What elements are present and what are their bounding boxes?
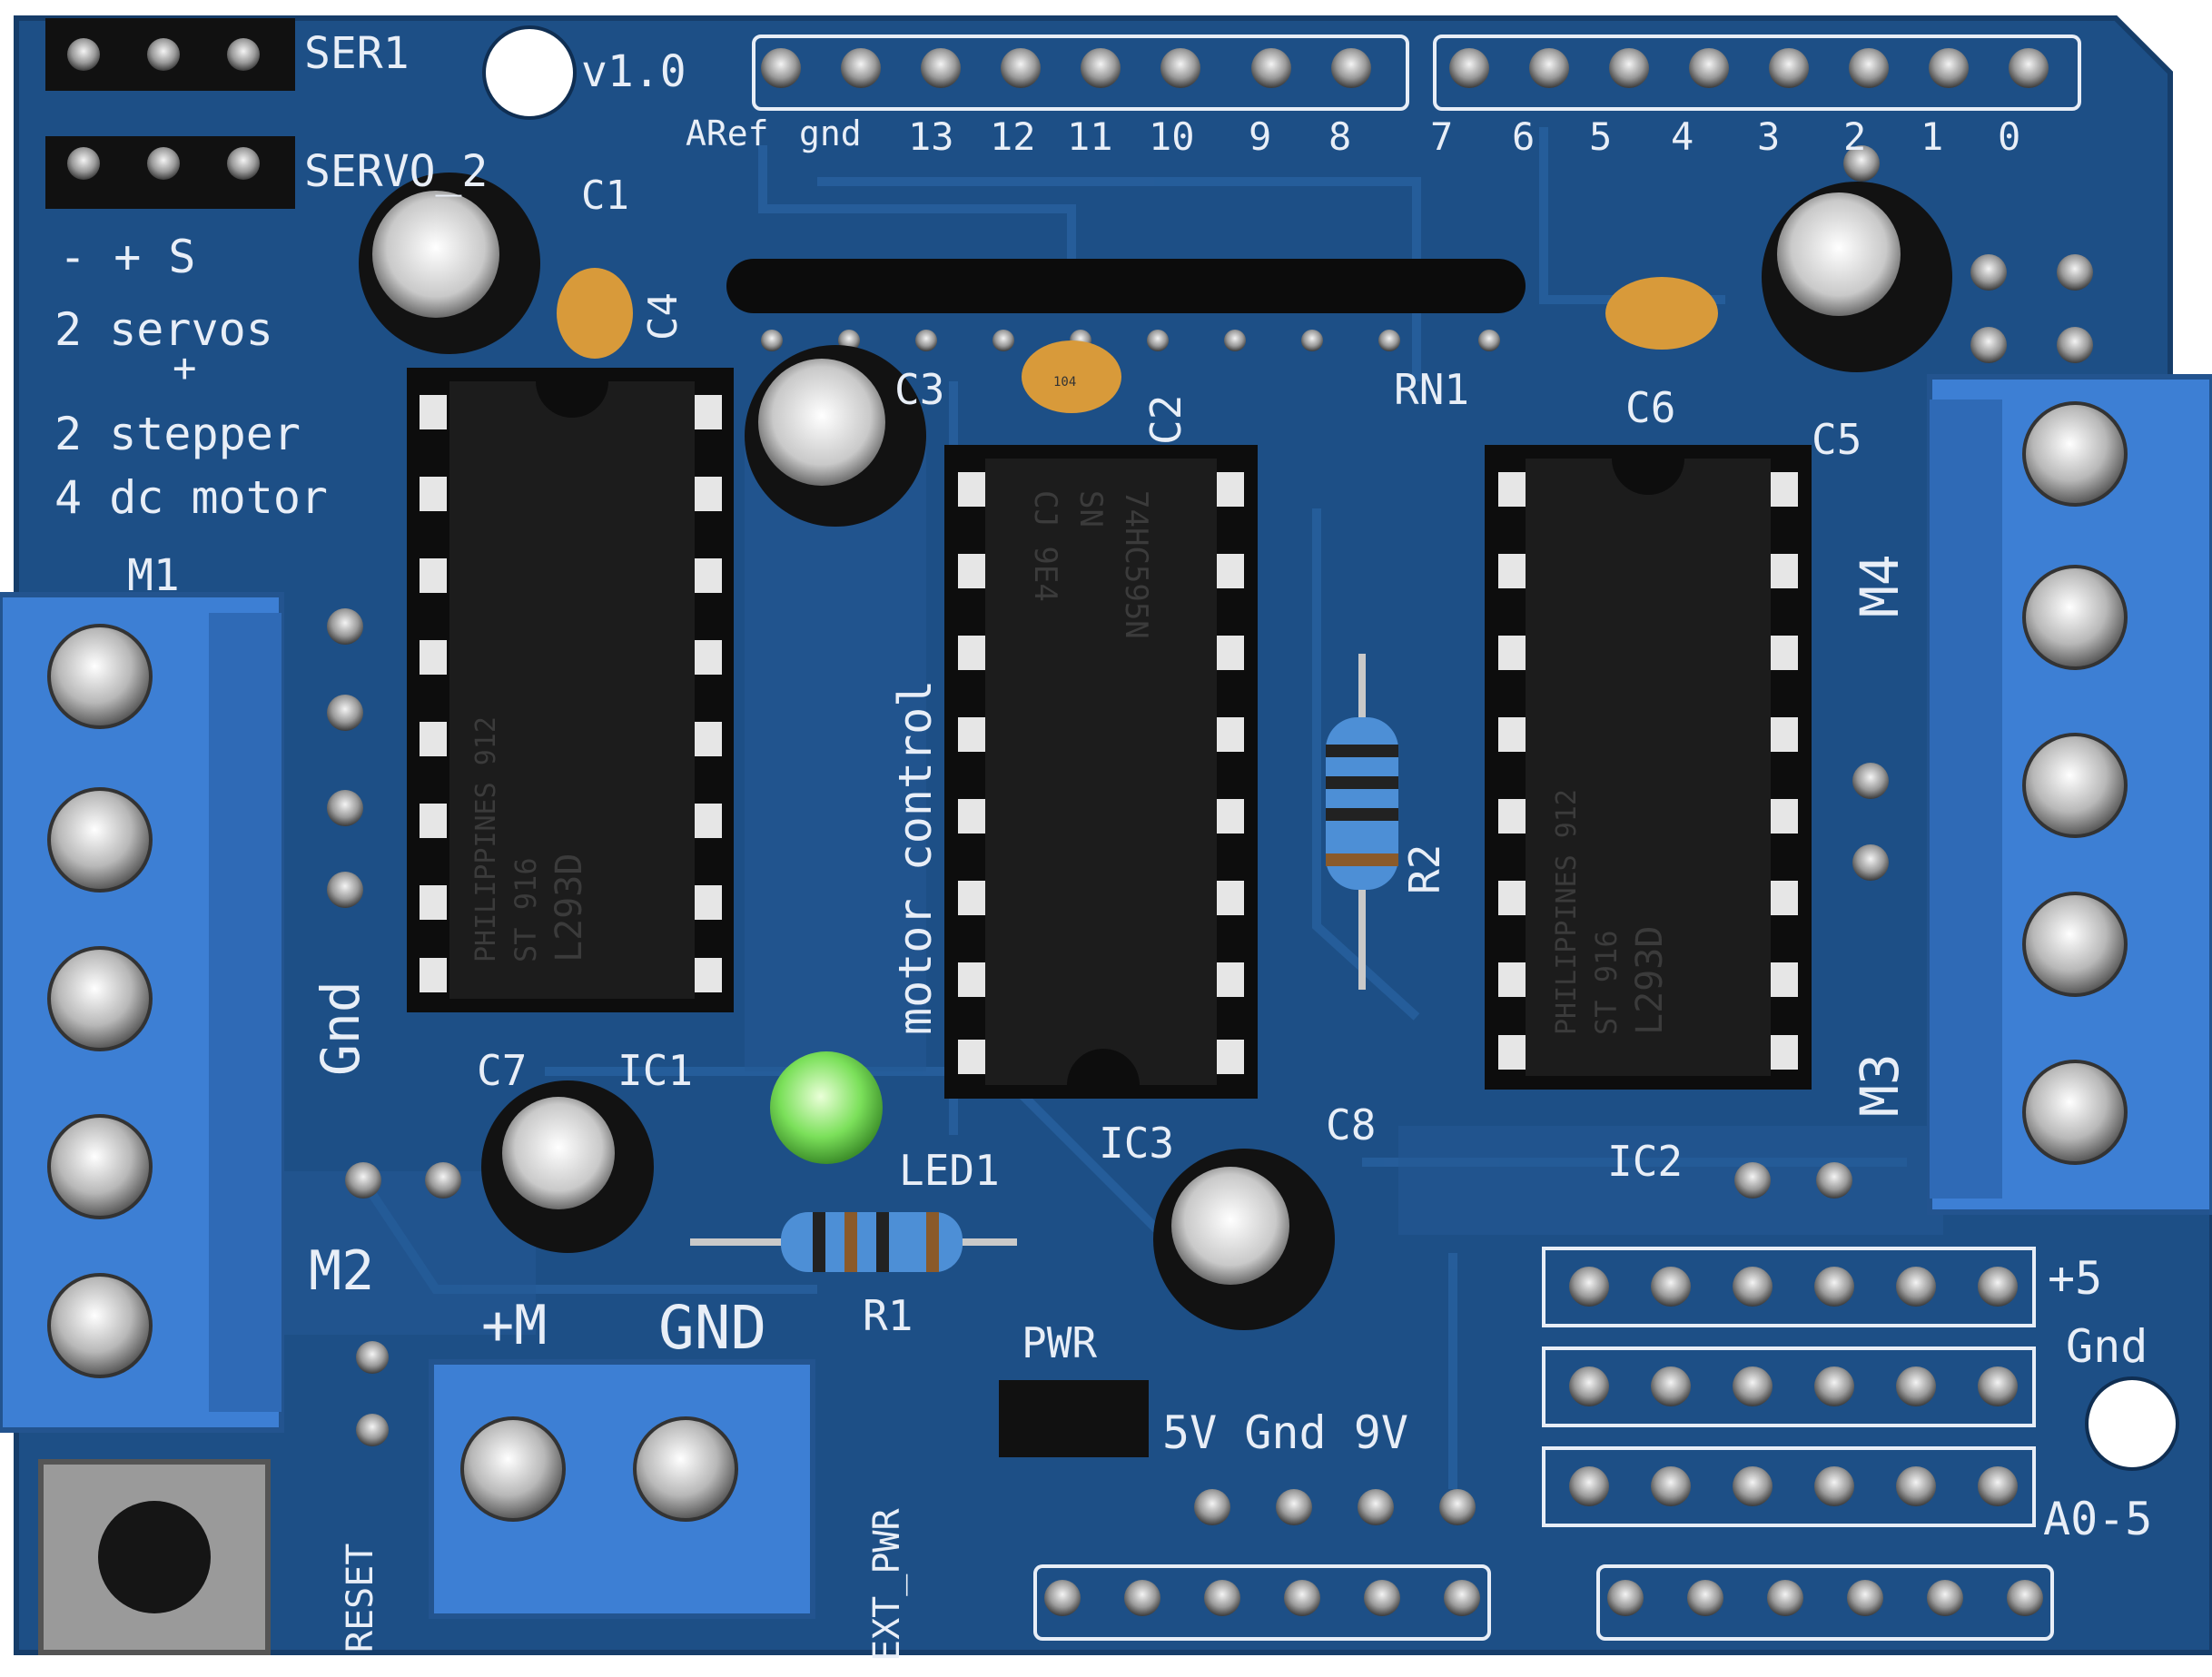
analog-pad-rows — [1542, 1247, 2036, 1527]
resistor-network-rn1 — [726, 259, 1526, 351]
label-servo-pins: - + S — [59, 231, 196, 283]
label-m4: M4 — [1849, 554, 1911, 617]
electrolytic-cap-c3 — [745, 345, 926, 527]
ic2-marking-line-1: L293D — [1629, 926, 1671, 1035]
label-desc-3: 2 stepper — [54, 408, 301, 460]
electrolytic-cap-c7 — [481, 1080, 654, 1253]
label-pin-8: 8 — [1328, 114, 1351, 159]
label-pin-0: 0 — [1998, 114, 2020, 159]
label-m1: M1 — [127, 550, 180, 601]
label-c4: C4 — [640, 292, 686, 340]
servo-header-1 — [45, 18, 295, 91]
label-a0-5: A0-5 — [2043, 1493, 2152, 1545]
servo-header-2 — [45, 136, 295, 209]
ceramic-cap-c2 — [1022, 340, 1121, 413]
label-desc-4: 4 dc motor — [54, 471, 328, 524]
ic2-chip — [1485, 445, 1812, 1090]
label-c1: C1 — [581, 173, 629, 219]
label-pin-5: 5 — [1589, 114, 1612, 159]
misc-pads — [327, 145, 2093, 1446]
ic1-chip — [407, 368, 734, 1012]
label-pwr: PWR — [1022, 1318, 1097, 1367]
label-analog-gnd: Gnd — [2066, 1320, 2148, 1373]
label-rn1: RN1 — [1394, 365, 1469, 414]
label-pin-2: 2 — [1843, 114, 1866, 159]
terminal-block-m1-m2 — [0, 592, 284, 1433]
label-servo2: SERVO_2 — [304, 146, 488, 197]
label-c8: C8 — [1326, 1100, 1376, 1149]
led1 — [770, 1051, 883, 1164]
label-pin-3: 3 — [1757, 114, 1780, 159]
label-ic3: IC3 — [1099, 1119, 1174, 1168]
label-ser1: SER1 — [304, 28, 410, 79]
label-pin-9: 9 — [1249, 114, 1271, 159]
label-pin-4: 4 — [1671, 114, 1694, 159]
reset-button — [38, 1459, 271, 1655]
ic3-marking-line-2: SN — [1072, 490, 1109, 528]
terminal-block-ext-pwr — [429, 1359, 815, 1619]
label-pin-13: 13 — [908, 114, 954, 159]
label-pin-11: 11 — [1067, 114, 1113, 159]
ic2-marking-line-2: ST 916 — [1589, 930, 1624, 1035]
label-c6: C6 — [1625, 383, 1675, 432]
label-motor-control: motor control — [889, 680, 942, 1035]
label-version: v1.0 — [581, 46, 686, 97]
ic1-marking-line-2: ST 916 — [509, 857, 543, 962]
ceramic-cap-c6 — [1605, 277, 1718, 350]
label-pin-12: 12 — [990, 114, 1036, 159]
label-m2: M2 — [309, 1239, 374, 1303]
label-r1: R1 — [863, 1291, 913, 1340]
resistor-r2 — [1326, 654, 1398, 990]
label-pin-6: 6 — [1512, 114, 1535, 159]
digital-header-left — [752, 35, 1409, 111]
label-gnd-power: GND — [658, 1293, 766, 1363]
electrolytic-cap-c5 — [1762, 182, 1952, 372]
mounting-hole-top — [482, 25, 577, 120]
label-plus-m: +M — [481, 1294, 547, 1357]
label-led1: LED1 — [899, 1146, 1000, 1195]
electrolytic-cap-c8 — [1153, 1149, 1335, 1330]
label-ic2: IC2 — [1607, 1137, 1683, 1186]
label-r2: R2 — [1400, 844, 1449, 894]
label-power-select: 5V Gnd 9V — [1162, 1406, 1408, 1459]
label-ext-pwr: EXT_PWR — [866, 1508, 908, 1662]
ic1-marking-line-3: PHILIPPINES 912 — [470, 716, 502, 962]
ic1-marking-line-1: L293D — [548, 853, 590, 962]
label-gnd-side: Gnd — [310, 981, 371, 1076]
label-m3: M3 — [1849, 1053, 1911, 1117]
label-desc-2: + — [173, 345, 197, 391]
label-c7: C7 — [477, 1046, 527, 1095]
label-c2: C2 — [1141, 395, 1190, 445]
label-c5: C5 — [1812, 415, 1861, 464]
label-pin-10: 10 — [1149, 114, 1195, 159]
label-reset: RESET — [340, 1544, 381, 1652]
label-aref: ARef — [686, 113, 769, 153]
pwr-jumper — [999, 1380, 1149, 1457]
digital-header-right — [1433, 35, 2081, 111]
ic3-marking-line-3: CJ 9E4 — [1027, 490, 1063, 602]
label-cap-104: 104 — [1053, 375, 1076, 390]
bottom-headers — [1033, 1489, 2054, 1641]
label-gnd-pin: gnd — [799, 113, 862, 153]
terminal-block-m3-m4 — [1927, 374, 2212, 1215]
ceramic-cap-c1 — [557, 268, 633, 359]
label-pin-1: 1 — [1921, 114, 1943, 159]
label-ic1: IC1 — [617, 1046, 693, 1095]
mounting-hole-right — [2085, 1376, 2179, 1471]
ic2-marking-line-3: PHILIPPINES 912 — [1551, 789, 1583, 1035]
ic3-chip — [944, 445, 1258, 1099]
label-pin-7: 7 — [1430, 114, 1453, 159]
label-desc-1: 2 servos — [54, 303, 273, 356]
resistor-r1 — [690, 1212, 1017, 1272]
ic3-marking-line-1: 74HC595N — [1118, 490, 1154, 639]
label-c3: C3 — [894, 365, 944, 414]
label-plus5: +5 — [2048, 1252, 2102, 1305]
electrolytic-cap-top-left — [359, 173, 540, 354]
